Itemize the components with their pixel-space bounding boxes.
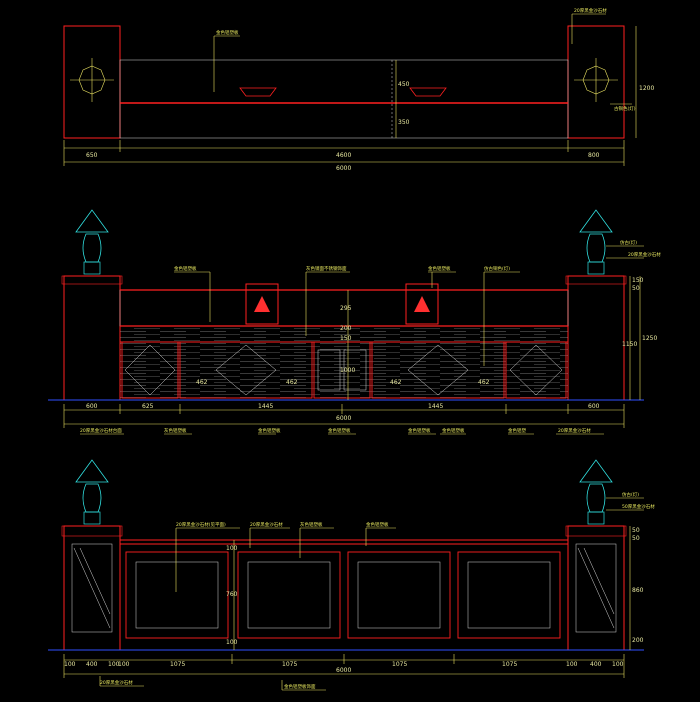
- dim-front-inner-2: 462: [286, 379, 298, 386]
- dim-front-total: 6000: [336, 415, 351, 422]
- note-side-top-4: 金色铝塑板: [366, 521, 389, 528]
- dim-front-right-3: 1150: [622, 341, 637, 348]
- dim-top-right: 1200: [639, 85, 654, 92]
- dim-side-9: 100: [566, 661, 578, 668]
- dim-front-inner-3: 462: [390, 379, 402, 386]
- side-elevation: 100 400 100 100 1075 1075 1075 1075 100 …: [48, 459, 655, 691]
- dim-front-inner-1: 462: [196, 379, 208, 386]
- dim-side-total: 6000: [336, 667, 351, 674]
- note-front-top-1: 金色铝塑板: [174, 265, 197, 272]
- note-top-1: 金色铝塑板: [216, 29, 239, 36]
- dim-side-10: 400: [590, 661, 602, 668]
- side-panels: [125, 551, 561, 639]
- dim-side-11: 100: [612, 661, 624, 668]
- note-front-top-2: 灰色镜面不锈钢饰面: [306, 265, 347, 272]
- lamp-icon: [75, 209, 109, 275]
- dim-side-right-4: 200: [632, 637, 644, 644]
- dim-front-3: 1445: [258, 403, 273, 410]
- note-front-top-3: 金色铝塑板: [428, 265, 451, 272]
- dim-side-5: 1075: [170, 661, 185, 668]
- dim-side-left-3: 100: [226, 639, 238, 646]
- dim-front-right-1: 150: [632, 277, 644, 284]
- dim-front-inner-4: 462: [478, 379, 490, 386]
- dim-top-mid-2: 350: [398, 119, 410, 126]
- dim-side-left-2: 760: [226, 591, 238, 598]
- note-front-bottom-6: 金色铝塑板: [442, 427, 465, 434]
- dim-side-8: 1075: [502, 661, 517, 668]
- dim-front-center-1: 295: [340, 305, 352, 312]
- note-top-3: 古铜色(灯): [614, 105, 636, 112]
- note-front-bottom-2: 灰色铝塑板: [164, 427, 187, 434]
- dim-front-right-2: 50: [632, 285, 640, 292]
- dim-front-2: 625: [142, 403, 154, 410]
- dim-side-right-1: 50: [632, 527, 640, 534]
- dim-side-7: 1075: [392, 661, 407, 668]
- dim-side-1: 100: [64, 661, 76, 668]
- lamp-icon: [579, 459, 613, 525]
- note-side-top-2: 20厚黑金沙石材: [250, 521, 283, 528]
- note-front-right-1: 仿古(灯): [620, 239, 637, 246]
- lamp-icon: [75, 459, 109, 525]
- note-front-bottom-3: 金色铝塑板: [258, 427, 281, 434]
- note-front-bottom-4: 金色铝塑板: [328, 427, 351, 434]
- note-top-2: 20厚黑金沙石材: [574, 7, 607, 14]
- dim-top-3: 800: [588, 152, 600, 159]
- lamp-icon: [579, 209, 613, 275]
- counter-top-stone: [119, 59, 569, 139]
- note-side-right-2: 50厚黑金沙石材: [622, 503, 655, 510]
- dim-front-center-3: 150: [340, 335, 352, 342]
- note-front-top-4: 仿古铜色(灯): [484, 265, 510, 272]
- dim-side-right-3: 860: [632, 587, 644, 594]
- dim-front-1: 600: [86, 403, 98, 410]
- note-side-bottom-1: 20厚黑金沙石材: [100, 679, 133, 686]
- dim-front-center-2: 200: [340, 325, 352, 332]
- dim-top-total: 6000: [336, 165, 351, 172]
- dim-side-4: 100: [118, 661, 130, 668]
- top-plan: 650 4600 800 6000 450 350 1200 金色铝塑板 20厚…: [63, 7, 654, 172]
- note-side-bottom-2: 金色铝塑板饰面: [284, 683, 316, 690]
- dim-side-3: 100: [108, 661, 120, 668]
- front-bottom-notes: 20厚黑金沙石材台面 灰色铝塑板 金色铝塑板 金色铝塑板 金色铝塑板 金色铝塑板…: [80, 427, 604, 435]
- note-side-top-3: 灰色铝塑板: [300, 521, 323, 528]
- dim-top-2: 4600: [336, 152, 351, 159]
- dim-side-2: 400: [86, 661, 98, 668]
- dim-side-left-1: 100: [226, 545, 238, 552]
- dim-front-center-4: 1000: [340, 367, 355, 374]
- note-front-right-2: 20厚黑金沙石材: [628, 251, 661, 258]
- dim-front-5: 600: [588, 403, 600, 410]
- note-front-bottom-8: 20厚黑金沙石材: [558, 427, 591, 434]
- note-front-bottom-5: 金色铝塑板: [408, 427, 431, 434]
- dim-top-mid-1: 450: [398, 81, 410, 88]
- front-elevation: 600 625 1445 1445 600 6000 462 462 462 4…: [48, 209, 661, 435]
- dim-front-right-4: 1250: [642, 335, 657, 342]
- dim-side-6: 1075: [282, 661, 297, 668]
- note-front-bottom-1: 20厚黑金沙石材台面: [80, 427, 122, 434]
- note-side-right-1: 仿古(灯): [622, 491, 639, 498]
- note-side-top-1: 20厚黑金沙石材(见平面): [176, 521, 226, 528]
- dim-front-4: 1445: [428, 403, 443, 410]
- dim-side-right-2: 50: [632, 535, 640, 542]
- dim-top-1: 650: [86, 152, 98, 159]
- note-front-bottom-7: 金色铝塑: [508, 427, 526, 434]
